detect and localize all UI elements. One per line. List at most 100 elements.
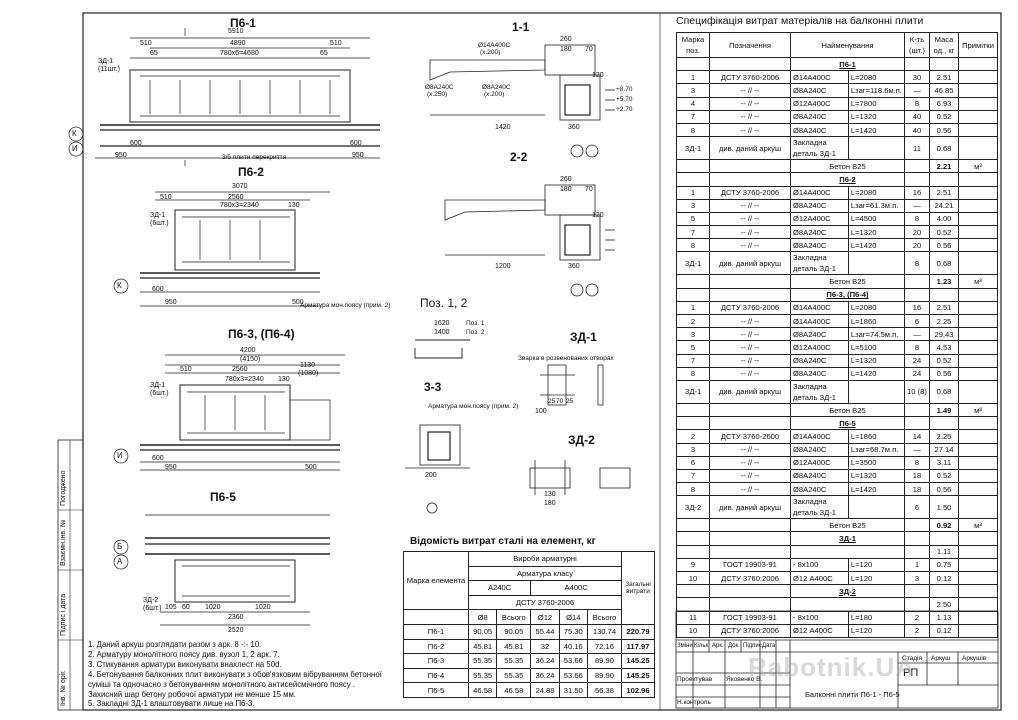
spec-length: Lзаг=118.6м.п. bbox=[847, 83, 906, 98]
dim-label: Поз. 2 bbox=[466, 329, 485, 336]
plan-p6-1-title: П6-1 bbox=[230, 16, 256, 30]
spec-cell bbox=[676, 159, 710, 174]
plan-p6-2-title: П6-2 bbox=[238, 165, 264, 179]
spec-mass: 0.52 bbox=[929, 353, 959, 368]
dim-label: 4200 bbox=[240, 347, 256, 354]
spec-cell bbox=[904, 56, 930, 72]
spec-name: Ø14А400С bbox=[790, 429, 849, 444]
spec-length bbox=[847, 251, 906, 276]
dim-label: 5910 bbox=[228, 28, 244, 35]
spec-note bbox=[958, 313, 998, 329]
spec-cell bbox=[904, 402, 930, 418]
spec-note bbox=[958, 300, 998, 316]
spec-name: Ø14А400С bbox=[790, 70, 849, 85]
stamp-col: Док. bbox=[728, 643, 740, 649]
steel-header: Загальні витрати bbox=[621, 551, 655, 625]
spec-note bbox=[958, 83, 998, 98]
spec-pos: ЗД-1 bbox=[676, 136, 710, 161]
steel-value: 31.50 bbox=[558, 682, 588, 698]
spec-length: L=1320 bbox=[847, 468, 906, 484]
spec-cell bbox=[709, 56, 791, 72]
dim-label: 100 bbox=[535, 408, 547, 415]
spec-qty: 24 bbox=[904, 366, 930, 381]
spec-length: Lзаг=61.3м.п. bbox=[847, 198, 906, 213]
spec-cell bbox=[709, 402, 791, 418]
dim-label: 65 bbox=[150, 50, 158, 57]
plan-p6-1 bbox=[68, 28, 380, 166]
spec-cell bbox=[958, 416, 998, 431]
mark-label: ЗД-1 bbox=[150, 382, 166, 389]
section-3-3-title: 3-3 bbox=[424, 380, 442, 394]
spec-note bbox=[958, 379, 998, 404]
spec-name: Ø8А240С bbox=[790, 238, 849, 253]
dim-label: 600 bbox=[130, 140, 142, 147]
rebar-label: (х.200) bbox=[484, 91, 505, 98]
spec-cell bbox=[709, 518, 791, 533]
stamp-col: Кільк. bbox=[694, 643, 710, 649]
spec-cell bbox=[904, 544, 930, 559]
spec-designation: ДСТУ 3760:2006 bbox=[709, 570, 791, 586]
spec-pos: 8 bbox=[676, 238, 710, 253]
dim-label: 130 bbox=[288, 202, 300, 209]
dim-label: 600 bbox=[152, 286, 164, 293]
spec-qty: 8 bbox=[904, 96, 930, 111]
spec-pos: 1 bbox=[676, 185, 710, 200]
spec-table: Марка поз. Позначення Найменування К-ть … bbox=[676, 32, 998, 638]
side-label: Взаємн.інв. № bbox=[60, 519, 67, 566]
mark-label: (6шт.) bbox=[150, 220, 169, 227]
annotation: Арматура мон.поясу (прим. 2) bbox=[428, 403, 519, 410]
spec-mass: 0.52 bbox=[929, 109, 959, 124]
spec-note bbox=[958, 225, 998, 240]
spec-qty: — bbox=[904, 442, 930, 457]
spec-qty: 6 bbox=[904, 495, 930, 520]
spec-note bbox=[958, 136, 998, 161]
spec-pos: ЗД-1 bbox=[676, 379, 710, 404]
dim-label: 1420 bbox=[495, 124, 511, 131]
spec-unit: м³ bbox=[958, 274, 998, 289]
spec-mass: 24.21 bbox=[929, 198, 959, 213]
spec-length: L=5100 bbox=[847, 340, 906, 355]
spec-qty: 24 bbox=[904, 353, 930, 368]
dim-label: 2560 bbox=[228, 194, 244, 201]
spec-cell bbox=[904, 416, 930, 431]
spec-pos: 2 bbox=[676, 313, 710, 329]
annotation: Зварка в розвенованих отворах bbox=[518, 355, 614, 362]
note-line: суміші та одночасно з бетонуванням монол… bbox=[88, 679, 355, 689]
steel-value: 56.38 bbox=[586, 682, 623, 698]
steel-header: ДСТУ 3760-2006 bbox=[468, 594, 622, 611]
spec-mass: 6.93 bbox=[929, 96, 959, 111]
spec-qty: 10 (8) bbox=[904, 379, 930, 404]
dim-label: 60 bbox=[182, 604, 190, 611]
spec-mass: 46.85 bbox=[929, 83, 959, 98]
spec-qty: 2 bbox=[904, 623, 930, 638]
spec-pos: ЗД-2 bbox=[676, 495, 710, 520]
section-1-1 bbox=[429, 44, 615, 158]
spec-cell bbox=[904, 584, 930, 599]
spec-designation: ДСТУ 3760-2006 bbox=[709, 185, 791, 200]
spec-cell bbox=[958, 584, 998, 599]
spec-note bbox=[958, 327, 998, 342]
spec-note bbox=[958, 442, 998, 457]
spec-length: L=1420 bbox=[847, 122, 906, 138]
spec-designation: -- // -- bbox=[709, 482, 791, 497]
spec-note bbox=[958, 366, 998, 381]
note-line: Захисний шар бетону робочої арматури не … bbox=[88, 689, 296, 699]
spec-name: Ø8А240С bbox=[790, 109, 849, 124]
spec-total: 1.11 bbox=[929, 544, 959, 559]
spec-qty: 8 bbox=[904, 455, 930, 470]
spec-length: L=1420 bbox=[847, 238, 906, 253]
spec-note bbox=[958, 70, 998, 85]
mark-label: (11шт.) bbox=[98, 66, 120, 73]
spec-concrete-mass: 0.92 bbox=[929, 518, 959, 533]
zd-1-title: ЗД-1 bbox=[570, 330, 597, 344]
